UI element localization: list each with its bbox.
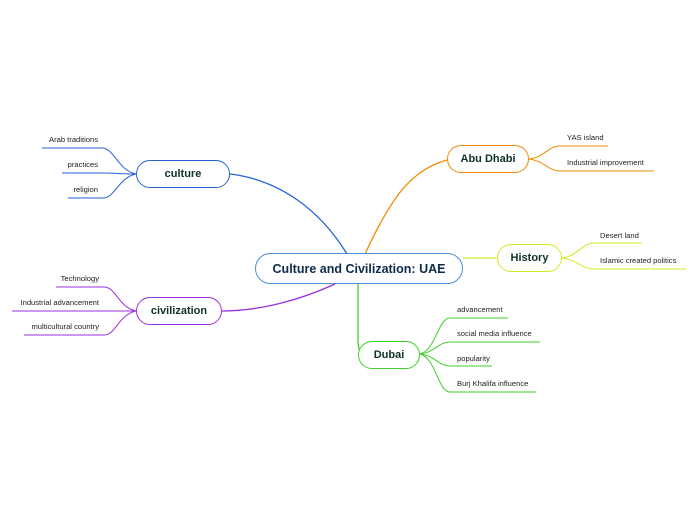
central-topic[interactable]: Culture and Civilization: UAE (255, 253, 463, 284)
topic-dubai[interactable]: Dubai (358, 341, 420, 369)
subtopic-label: social media influence (457, 329, 532, 338)
subtopic-dubai-1[interactable]: advancement (457, 305, 503, 314)
topic-culture-label: culture (164, 168, 202, 180)
subtopic-label: Technology (60, 274, 99, 283)
subtopic-label: Desert land (600, 231, 639, 240)
subtopic-label: religion (73, 185, 98, 194)
topic-civilization-label: civilization (150, 305, 208, 317)
branch-dubai-1 (419, 317, 508, 355)
subtopic-abu-dhabi-2[interactable]: Industrial improvement (567, 158, 644, 167)
connector-culture (229, 173, 348, 255)
branch-abu-dhabi-2 (528, 158, 654, 172)
subtopic-label: YAS island (567, 133, 604, 142)
branch-history-2 (561, 257, 686, 270)
subtopic-label: practices (67, 160, 98, 169)
subtopic-label: Burj Khalifa influence (457, 379, 529, 388)
subtopic-label: multicultural country (31, 322, 99, 331)
subtopic-culture-3[interactable]: religion (74, 185, 98, 194)
subtopic-civilization-3[interactable]: multicultural country (31, 322, 99, 331)
subtopic-history-2[interactable]: Islamic created politics (600, 256, 676, 265)
central-topic-label: Culture and Civilization: UAE (272, 261, 446, 276)
subtopic-abu-dhabi-1[interactable]: YAS island (567, 133, 604, 142)
branch-dubai-2 (419, 341, 540, 355)
subtopic-dubai-2[interactable]: social media influence (457, 329, 532, 338)
subtopic-label: Industrial advancement (20, 298, 99, 307)
branch-dubai-3 (419, 353, 492, 367)
subtopic-label: Industrial improvement (567, 158, 644, 167)
subtopic-culture-2[interactable]: practices (68, 160, 98, 169)
subtopic-label: popularity (457, 354, 490, 363)
subtopic-label: Arab traditions (49, 135, 98, 144)
branch-civilization-1 (56, 286, 137, 312)
branch-history-1 (561, 242, 642, 259)
topic-history[interactable]: History (497, 244, 562, 272)
connector-civilization (221, 283, 336, 312)
topic-culture[interactable]: culture (136, 160, 230, 188)
topic-abu-dhabi[interactable]: Abu Dhabi (447, 145, 529, 173)
branch-culture-2 (62, 172, 137, 175)
branch-culture-1 (42, 147, 137, 175)
subtopic-civilization-1[interactable]: Technology (61, 274, 99, 283)
subtopic-culture-1[interactable]: Arab traditions (49, 135, 98, 144)
topic-abu-dhabi-label: Abu Dhabi (460, 153, 516, 165)
subtopic-label: advancement (457, 305, 503, 314)
branch-abu-dhabi-1 (528, 145, 608, 160)
subtopic-dubai-4[interactable]: Burj Khalifa influence (457, 379, 528, 388)
subtopic-history-1[interactable]: Desert land (600, 231, 639, 240)
branch-culture-3 (68, 173, 137, 199)
connector-abu-dhabi (364, 159, 448, 255)
subtopic-civilization-2[interactable]: Industrial advancement (20, 298, 99, 307)
topic-history-label: History (510, 252, 549, 264)
subtopic-label: Islamic created politics (600, 256, 677, 265)
branch-civilization-3 (24, 310, 137, 336)
topic-dubai-label: Dubai (373, 349, 405, 361)
branch-dubai-4 (419, 353, 536, 393)
subtopic-dubai-3[interactable]: popularity (457, 354, 490, 363)
topic-civilization[interactable]: civilization (136, 297, 222, 325)
